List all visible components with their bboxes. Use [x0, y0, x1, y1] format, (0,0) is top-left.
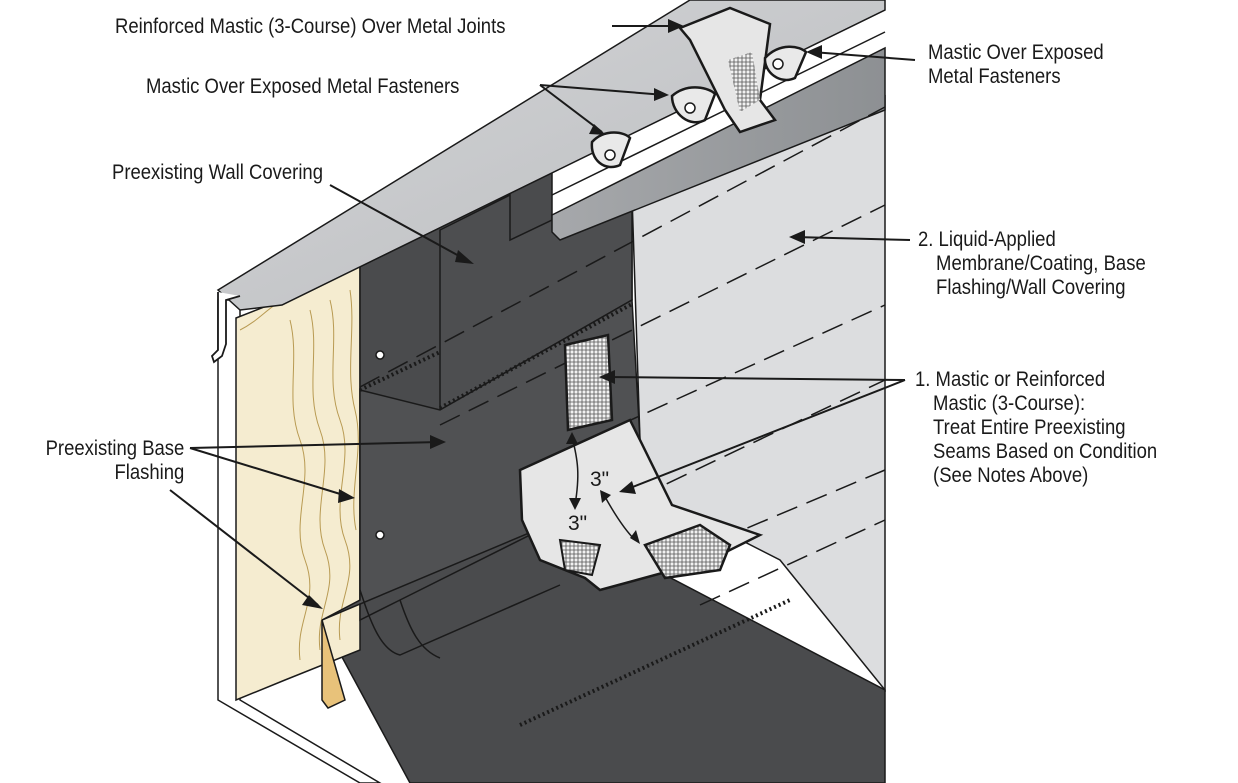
callout-preexisting-base-flashing: Preexisting Base Flashing [45, 436, 184, 484]
callout-line: Seams Based on Condition [933, 439, 1158, 463]
dimension-label-lower: 3" [568, 512, 587, 535]
callout-line: Mastic Over Exposed Metal Fasteners [146, 74, 460, 98]
fastener-mastic-3 [763, 45, 808, 82]
wall-fastener-lower [375, 530, 385, 540]
wood-grain [239, 289, 359, 661]
cant-strip [321, 619, 346, 709]
strap-mesh [728, 52, 760, 112]
callout-reinforced-mastic-joints: Reinforced Mastic (3-Course) Over Metal … [115, 14, 505, 38]
callout-mastic-or-reinforced: 1. Mastic or Reinforced Mastic (3-Course… [915, 367, 1157, 487]
coating-dashed-lines [359, 106, 886, 606]
seam-mastic-vertical [563, 333, 614, 432]
callout-line: (See Notes Above) [933, 463, 1089, 487]
coping-drip-edge [210, 292, 241, 364]
callout-line: Preexisting Base [45, 436, 184, 460]
callout-line: Mastic Over Exposed [928, 40, 1104, 64]
callout-liquid-applied: 2. Liquid-Applied Membrane/Coating, Base… [918, 227, 1146, 299]
metal-coping-face [551, 46, 886, 241]
callout-preexisting-wall-covering: Preexisting Wall Covering [112, 160, 323, 184]
callout-line: Flashing [114, 460, 184, 484]
callout-mastic-fasteners-left: Mastic Over Exposed Metal Fasteners [146, 74, 459, 98]
fastener-mastic-1 [590, 131, 632, 169]
callout-line: Mastic (3-Course): [933, 391, 1086, 415]
seam-mastic-left-patch [558, 538, 602, 577]
callout-line: 1. Mastic or Reinforced [915, 367, 1106, 391]
leader-arrowheads [302, 19, 822, 609]
dimension-arrowheads [566, 432, 640, 544]
dimension-label-upper: 3" [590, 468, 609, 491]
callout-line: Flashing/Wall Covering [936, 275, 1126, 299]
base-flashing-curve [359, 584, 561, 659]
callout-line: 2. Liquid-Applied [918, 227, 1056, 251]
callout-line: Metal Fasteners [928, 64, 1061, 88]
seam-mastic-roof-patch [643, 523, 732, 580]
callout-line: Reinforced Mastic (3-Course) Over Metal … [115, 14, 506, 38]
callout-line: Membrane/Coating, Base [936, 251, 1146, 275]
callout-line: Preexisting Wall Covering [112, 160, 324, 184]
callout-mastic-fasteners-right: Mastic Over Exposed Metal Fasteners [928, 40, 1104, 88]
callout-line: Treat Entire Preexisting [933, 415, 1126, 439]
wall-fastener-upper [375, 350, 385, 360]
fastener-mastic-2 [670, 86, 717, 124]
